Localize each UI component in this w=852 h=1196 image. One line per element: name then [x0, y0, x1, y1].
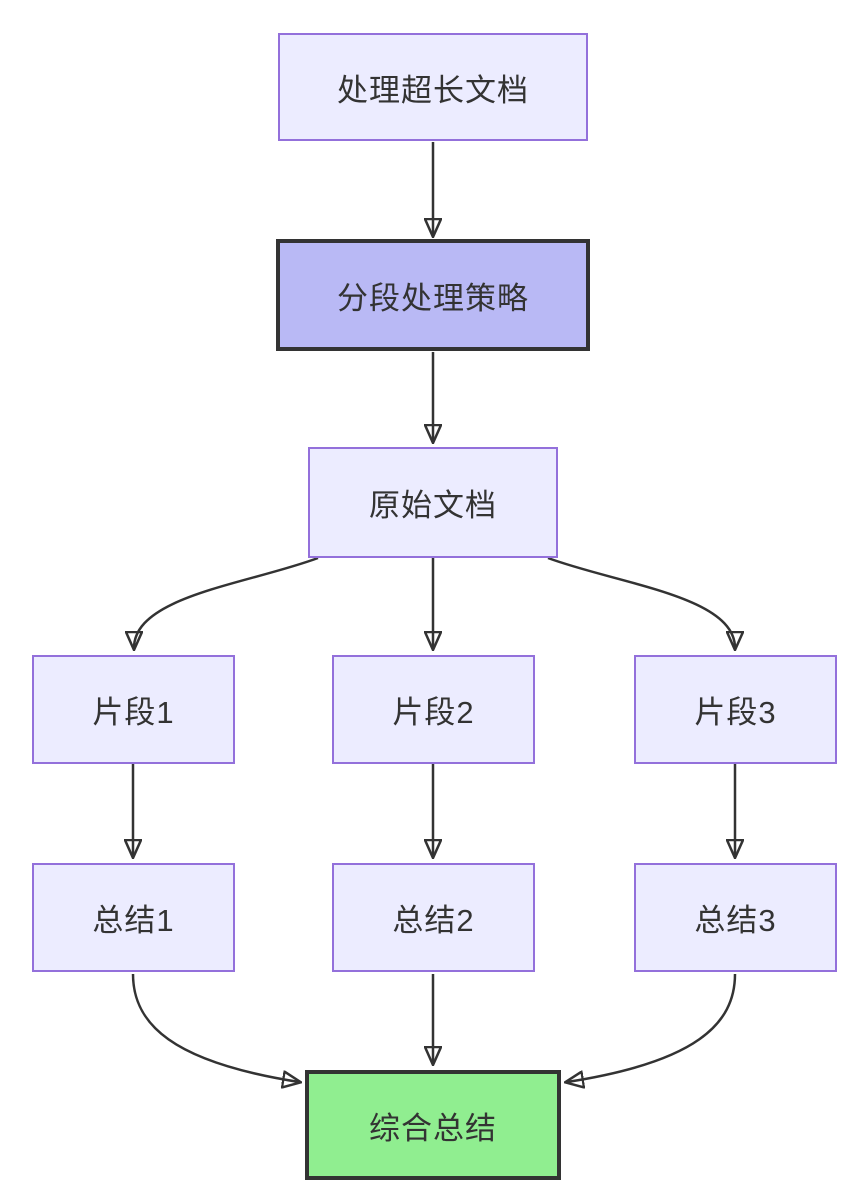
node-summary1-label: 总结1	[92, 903, 175, 938]
edge-summary1-final	[131, 973, 299, 1082]
edge-doc-chunk3	[547, 556, 735, 648]
node-doc: 原始文档	[308, 447, 558, 558]
node-strategy: 分段处理策略	[276, 239, 590, 351]
node-summary3: 总结3	[634, 863, 837, 972]
node-chunk1-label: 片段1	[92, 695, 175, 730]
node-chunk1: 片段1	[32, 655, 235, 764]
node-start-label: 处理超长文档	[337, 72, 529, 108]
node-chunk2-label: 片段2	[392, 695, 475, 730]
node-summary1: 总结1	[32, 863, 235, 972]
edge-summary3-final	[567, 973, 737, 1082]
node-strategy-label: 分段处理策略	[337, 280, 529, 316]
node-final-label: 综合总结	[369, 1110, 497, 1146]
node-final: 综合总结	[305, 1070, 561, 1180]
node-chunk3-label: 片段3	[694, 695, 777, 730]
node-start: 处理超长文档	[278, 33, 588, 141]
node-summary3-label: 总结3	[694, 903, 777, 938]
node-chunk3: 片段3	[634, 655, 837, 764]
node-summary2: 总结2	[332, 863, 535, 972]
edge-doc-chunk1	[134, 556, 319, 648]
node-summary2-label: 总结2	[392, 903, 475, 938]
node-chunk2: 片段2	[332, 655, 535, 764]
node-doc-label: 原始文档	[369, 488, 497, 523]
